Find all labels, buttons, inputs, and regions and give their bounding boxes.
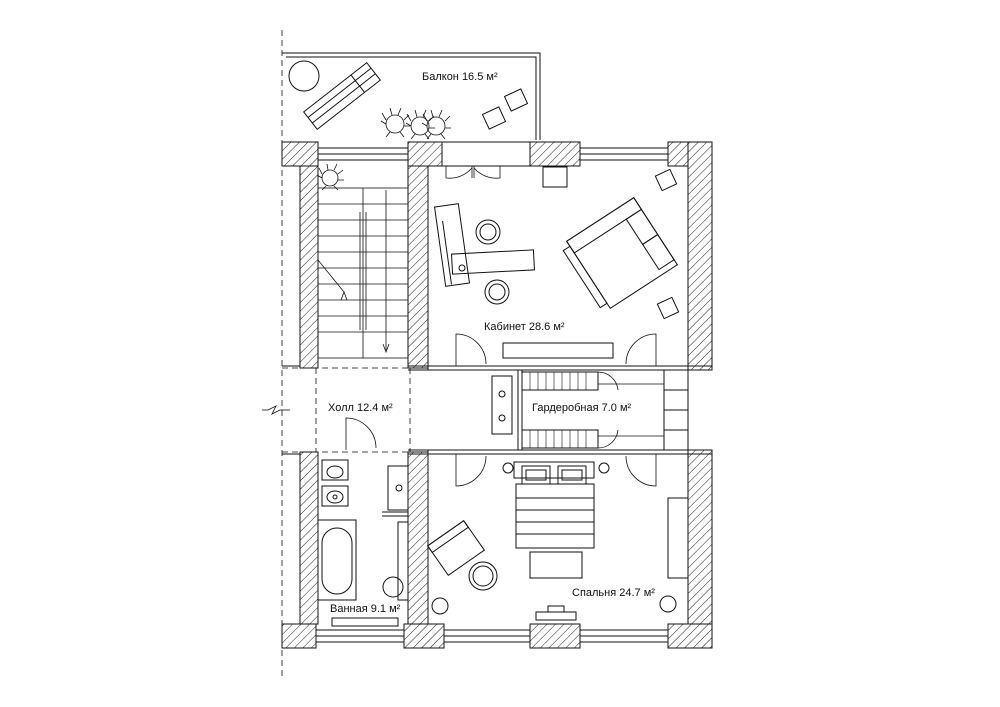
room-label-wardrobe: Гардеробная 7.0 м²	[532, 402, 632, 414]
sun-lounger-icon	[303, 62, 381, 130]
bedroom-armchair	[426, 519, 486, 577]
room-label-hall: Холл 12.4 м²	[328, 402, 393, 414]
plant-icon	[316, 163, 344, 191]
balcony-side-table	[481, 106, 507, 130]
study-chair	[484, 279, 510, 305]
room-labels: Балкон 16.5 м² Кабинет 28.6 м² Холл 12.4…	[328, 71, 655, 615]
hall-furniture	[345, 371, 664, 450]
study-chair	[475, 219, 501, 245]
break-mark-icon	[262, 405, 290, 415]
room-label-bathroom: Ванная 9.1 м²	[330, 603, 401, 615]
study-sofa	[562, 196, 679, 310]
walls	[281, 141, 713, 649]
balcony	[282, 52, 541, 140]
bedroom-furniture	[426, 454, 689, 621]
room-label-bedroom: Спальня 24.7 м²	[572, 587, 655, 599]
partitions	[282, 141, 712, 643]
staircase	[316, 163, 409, 359]
room-label-balcony: Балкон 16.5 м²	[422, 71, 498, 83]
plant-icon	[380, 107, 410, 138]
bathroom-fixtures	[317, 459, 409, 627]
study-furniture	[433, 166, 680, 366]
bedroom-round-stool	[468, 561, 498, 591]
balcony-round-table	[288, 60, 320, 92]
plant-icon	[421, 109, 451, 140]
room-label-study: Кабинет 28.6 м²	[484, 321, 565, 333]
balcony-side-table	[503, 88, 529, 112]
